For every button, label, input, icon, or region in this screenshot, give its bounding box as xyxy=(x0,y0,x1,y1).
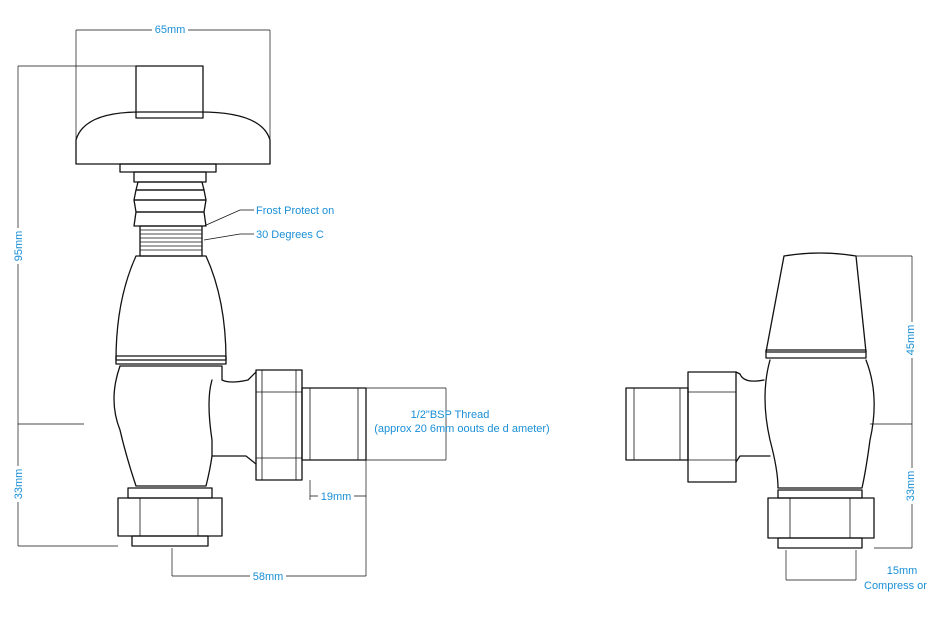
dim-15mm: 15mm xyxy=(887,565,918,577)
dim-95mm: 95mm xyxy=(13,231,25,262)
dim-45mm: 45mm xyxy=(905,325,917,356)
dimension-labels: 65mm 95mm 33mm 58mm 19mm Frost Protect o… xyxy=(11,22,927,592)
left-valve-view xyxy=(75,65,367,547)
dim-65mm: 65mm xyxy=(155,24,186,36)
callout-frost: Frost Protect on xyxy=(256,205,334,217)
dim-19mm: 19mm xyxy=(321,491,352,503)
thread-label-2: (approx 20 6mm oouts de d ameter) xyxy=(374,423,549,435)
dim-compression-label: Compress or xyxy=(864,580,927,592)
right-valve-view xyxy=(625,252,875,549)
dim-33mm-left: 33mm xyxy=(13,469,25,500)
callout-angle: 30 Degrees C xyxy=(256,229,324,241)
dim-58mm: 58mm xyxy=(253,571,284,583)
thread-label-1: 1/2"BSP Thread xyxy=(411,409,490,421)
dim-33mm-right: 33mm xyxy=(905,471,917,502)
